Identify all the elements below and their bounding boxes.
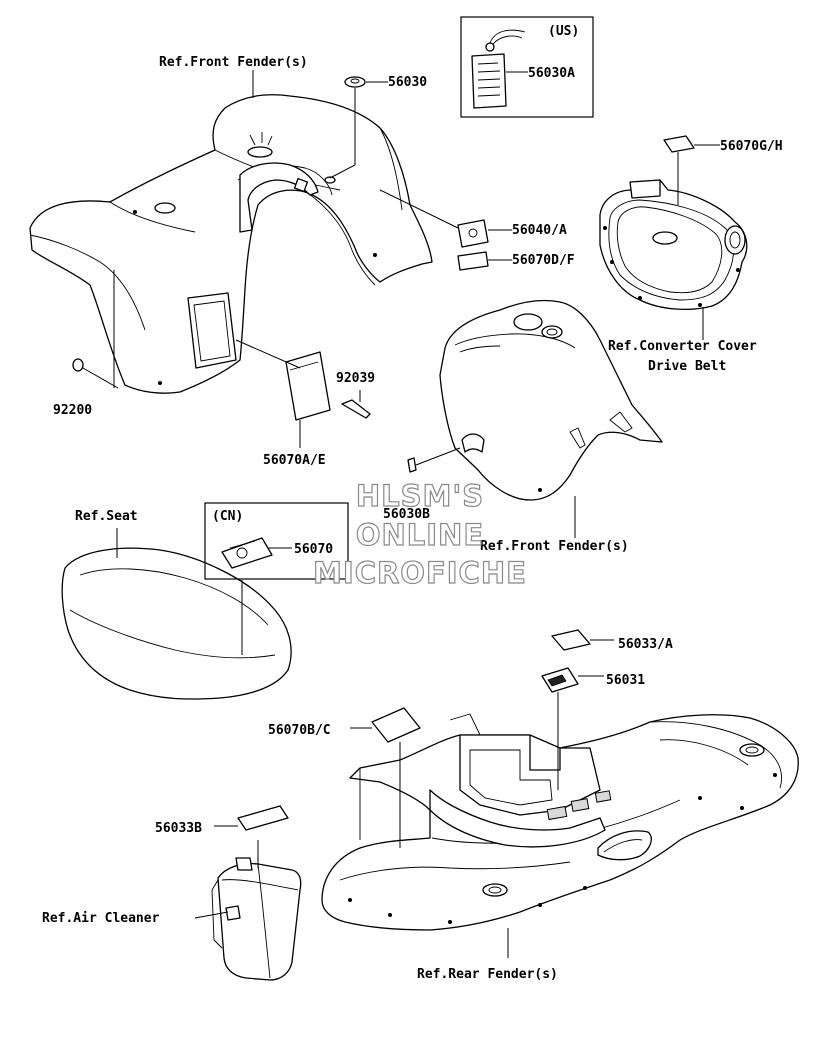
converter-cover-drawing [599, 179, 748, 340]
part-56033A-decal [551, 629, 614, 651]
watermark-line-1: HLSM'S [356, 479, 484, 513]
part-56033B-decal [214, 805, 289, 831]
label-us: (US) [548, 24, 579, 39]
label-56070BC: 56070B/C [268, 723, 331, 738]
part-56040-decal [379, 189, 512, 248]
part-92200-nut [72, 270, 119, 389]
label-ref-air-cleaner: Ref.Air Cleaner [42, 911, 160, 926]
rear-fender-drawing [321, 713, 799, 958]
label-ref-converter-cover: Ref.Converter Cover [608, 339, 757, 354]
part-56031-decal [541, 667, 604, 790]
label-92200: 92200 [53, 403, 92, 418]
label-56033A: 56033/A [618, 637, 673, 652]
label-drive-belt: Drive Belt [648, 359, 726, 374]
air-cleaner-drawing [194, 840, 302, 981]
cn-variant-box [204, 502, 349, 655]
part-56030-cap [329, 76, 388, 179]
label-56031: 56031 [606, 673, 645, 688]
label-92039: 92039 [336, 371, 375, 386]
part-56070BC-decal [350, 707, 421, 848]
label-ref-front-fender-top: Ref.Front Fender(s) [159, 55, 308, 70]
front-fender-drawing [29, 94, 433, 394]
label-ref-seat: Ref.Seat [75, 509, 138, 524]
label-56030B: 56030B [383, 507, 430, 522]
watermark-line-2: ONLINE [356, 518, 484, 552]
watermark-line-3: MICROFICHE [313, 556, 527, 590]
label-ref-rear-fender: Ref.Rear Fender(s) [417, 967, 558, 982]
label-56040A: 56040/A [512, 223, 567, 238]
part-56030B-tag [407, 447, 461, 473]
part-56070GH-decal [663, 135, 720, 205]
part-56070AE-decal [235, 339, 331, 448]
label-56070DF: 56070D/F [512, 253, 575, 268]
label-56070GH: 56070G/H [720, 139, 783, 154]
label-56070: 56070 [294, 542, 333, 557]
label-cn: (CN) [212, 509, 243, 524]
label-56030A: 56030A [528, 66, 575, 81]
watermark: HLSM'S ONLINE MICROFICHE [312, 478, 527, 590]
part-56070DF-decal [457, 251, 512, 271]
label-56033B: 56033B [155, 821, 202, 836]
label-56030: 56030 [388, 75, 427, 90]
front-fender-mid-drawing [439, 299, 663, 538]
label-ref-front-fender-mid: Ref.Front Fender(s) [480, 539, 629, 554]
seat-drawing [61, 528, 292, 700]
us-variant-box [460, 16, 594, 118]
part-92039-screw [341, 390, 371, 419]
label-56070AE: 56070A/E [263, 453, 326, 468]
